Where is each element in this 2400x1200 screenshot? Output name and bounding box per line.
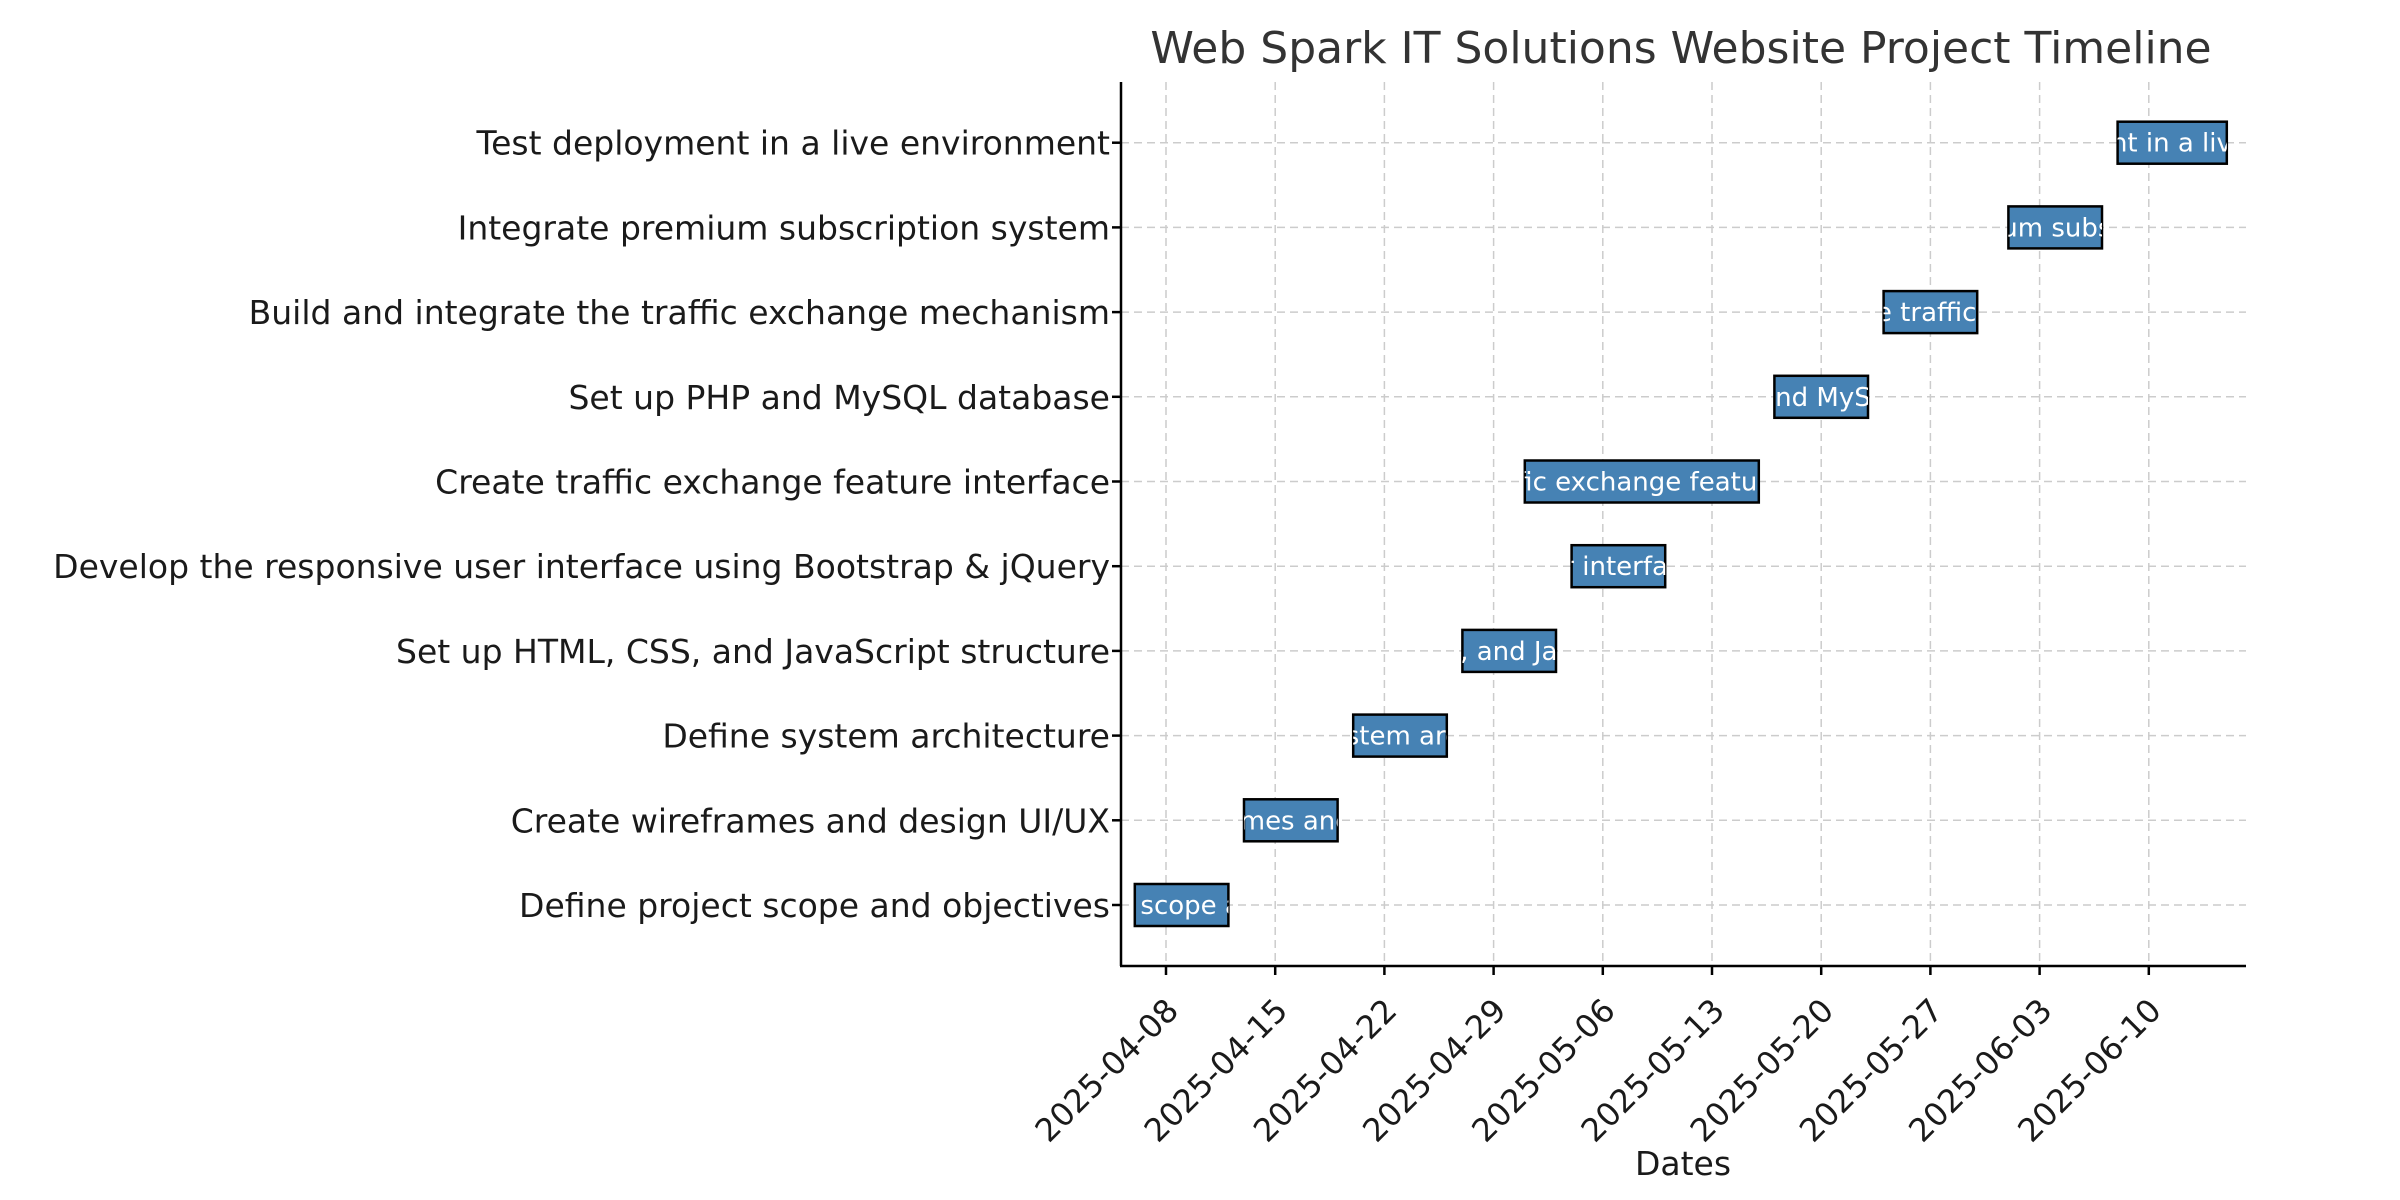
- task-label: Set up PHP and MySQL database: [568, 378, 1110, 417]
- task-label: Integrate premium subscription system: [458, 208, 1110, 247]
- task-label: Build and integrate the traffic exchange…: [249, 293, 1110, 332]
- task-label: Create traffic exchange feature interfac…: [435, 463, 1110, 502]
- task-bar-label: Define system architecture: [1224, 722, 1577, 752]
- task-label: Set up HTML, CSS, and JavaScript structu…: [396, 632, 1110, 671]
- task-bar-group: Build and integrate the traffic exchange…: [1591, 289, 2270, 335]
- task-bar-group: Integrate premium subscription system: [1798, 205, 2312, 250]
- task-bar-label: Define project scope and objectives: [949, 891, 1415, 921]
- task-bar: [1242, 798, 1339, 843]
- task-bar-group: Define project scope and objectives: [949, 882, 1415, 928]
- task-bar: [1461, 628, 1558, 674]
- task-bar: [1133, 882, 1230, 928]
- task-label: Define project scope and objectives: [519, 886, 1110, 925]
- task-label: Define system architecture: [662, 717, 1110, 756]
- task-bar-label: Develop the responsive user interface us…: [1202, 552, 2035, 582]
- x-axis-label: Dates: [1635, 1144, 1731, 1183]
- task-bar-label: Test deployment in a live environment: [1922, 129, 2400, 159]
- task-labels: Define project scope and objectives Creat…: [53, 124, 1121, 925]
- task-bar-label: Integrate premium subscription system: [1798, 213, 2312, 243]
- task-label: Develop the responsive user interface us…: [53, 547, 1110, 586]
- task-bar-label: Set up PHP and MySQL database: [1608, 383, 2035, 413]
- task-bar-group: Create traffic exchange feature interfac…: [1376, 459, 1908, 504]
- chart-title: Web Spark IT Solutions Website Project T…: [1150, 23, 2211, 74]
- task-bar-group: Create wireframes and design UI/UX: [1055, 798, 1527, 843]
- task-bar-label: Build and integrate the traffic exchange…: [1591, 298, 2270, 328]
- x-axis-ticks: 2025-04-082025-04-152025-04-222025-04-29…: [1028, 966, 2169, 1150]
- task-label: Create wireframes and design UI/UX: [511, 801, 1110, 840]
- task-bar: [1351, 713, 1449, 758]
- task-bar: [1523, 459, 1761, 504]
- task-bar-group: Define system architecture: [1224, 713, 1577, 758]
- task-bar: [2116, 120, 2229, 165]
- task-bar-group: Set up HTML, CSS, and JavaScript structu…: [1228, 628, 1791, 674]
- task-bar-group: Set up PHP and MySQL database: [1608, 374, 2035, 420]
- task-bar-group: Test deployment in a live environment: [1922, 120, 2400, 165]
- task-bar: [1570, 543, 1667, 589]
- task-bar-group: Develop the responsive user interface us…: [1202, 543, 2035, 589]
- task-bar: [1882, 289, 1979, 335]
- task-bar-label: Set up HTML, CSS, and JavaScript structu…: [1228, 637, 1791, 667]
- task-bar-label: Create traffic exchange feature interfac…: [1376, 468, 1908, 498]
- task-bar: [1773, 374, 1870, 420]
- task-bar-label: Create wireframes and design UI/UX: [1055, 806, 1527, 836]
- bars: Define project scope and objectives Creat…: [949, 120, 2400, 928]
- task-label: Test deployment in a live environment: [476, 124, 1111, 163]
- task-bar: [2007, 205, 2104, 250]
